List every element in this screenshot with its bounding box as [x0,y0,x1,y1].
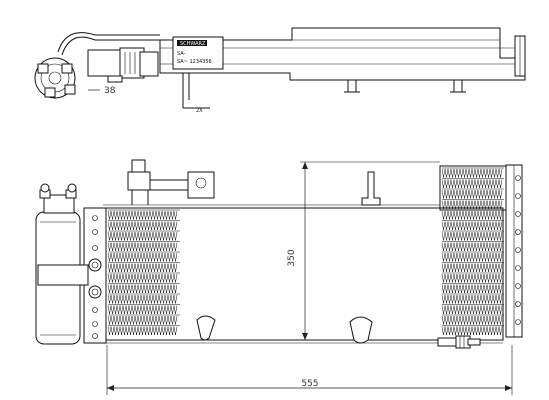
label-brand: SCHWARZ [180,41,206,47]
svg-text:2X: 2X [196,108,203,114]
front-view: 350 555 [35,159,523,395]
dimension-height: 350 [287,161,440,340]
dimension-height-label: 350 [287,249,297,266]
dimension-offset: 38 [88,86,116,96]
bottom-fittings [196,315,481,349]
product-label: SCHWARZ SA- SA~ 1234356 [172,36,224,70]
top-bracket [127,159,215,205]
top-view: SCHWARZ SA- SA~ 1234356 2X [34,27,526,114]
dimension-width-label: 555 [301,379,318,389]
drier-top-view [34,57,76,99]
label-line1: SA- [177,51,186,57]
receiver-drier [35,183,102,345]
dimension-width: 555 [106,345,513,395]
label-line2: SA~ 1234356 [177,59,212,65]
core-fins-right [441,167,504,336]
core-fins-left [107,209,180,336]
dimension-offset-label: 38 [104,86,116,96]
